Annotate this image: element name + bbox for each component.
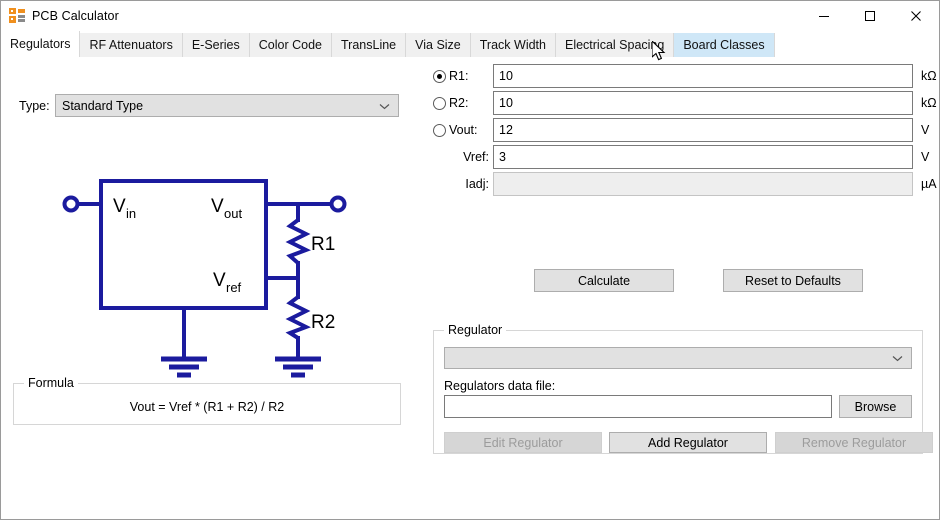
field-row-r2: R2: 10 kΩ: [433, 91, 937, 115]
chevron-down-icon: [379, 99, 390, 113]
regulator-group: Regulator Regulators data file: Browse E…: [433, 323, 933, 454]
type-select-value: Standard Type: [62, 98, 144, 113]
minimize-button[interactable]: [801, 1, 847, 31]
calculator-icon: [9, 8, 25, 24]
svg-text:R1: R1: [311, 234, 335, 255]
tab-electrical-spacing[interactable]: Electrical Spacing: [555, 33, 675, 58]
label-iadj: Iadj:: [465, 177, 489, 191]
unit-vref: V: [921, 150, 930, 164]
label-vout: Vout:: [449, 123, 478, 137]
radio-vout[interactable]: Vout:: [433, 123, 489, 137]
chevron-down-icon: [892, 351, 903, 365]
tab-color-code[interactable]: Color Code: [249, 33, 332, 58]
label-r2: R2:: [449, 96, 469, 110]
tab-regulators[interactable]: Regulators: [1, 31, 81, 58]
unit-r2: kΩ: [921, 96, 937, 110]
field-row-vref: Vref: 3 V: [433, 145, 929, 169]
regulator-select[interactable]: [444, 347, 912, 369]
svg-text:V: V: [113, 196, 126, 217]
type-label: Type:: [19, 98, 50, 113]
regulator-schematic: V in V out V ref R1 R2: [1, 156, 401, 389]
svg-text:V: V: [213, 270, 226, 291]
browse-button[interactable]: Browse: [839, 395, 912, 418]
reset-to-defaults-button[interactable]: Reset to Defaults: [723, 269, 863, 292]
input-vout[interactable]: 12: [493, 118, 913, 142]
regulator-group-legend: Regulator: [444, 323, 507, 337]
svg-text:in: in: [126, 206, 136, 221]
radio-vout-dot: [433, 123, 446, 137]
label-vref: Vref:: [463, 150, 489, 164]
field-row-iadj: Iadj: µA: [433, 172, 937, 196]
regulators-panel: Type: Standard Type: [1, 58, 939, 519]
tab-transline[interactable]: TransLine: [332, 33, 407, 58]
close-button[interactable]: [893, 1, 939, 31]
radio-r1-dot: [433, 69, 446, 83]
svg-text:R2: R2: [311, 312, 335, 333]
remove-regulator-button: Remove Regulator: [775, 432, 933, 453]
tab-board-classes[interactable]: Board Classes: [674, 33, 775, 58]
svg-text:ref: ref: [226, 280, 242, 295]
regulators-data-file-label: Regulators data file:: [444, 379, 556, 393]
input-vref[interactable]: 3: [493, 145, 913, 169]
unit-vout: V: [921, 123, 930, 137]
field-row-r1: R1: 10 kΩ: [433, 64, 937, 88]
maximize-button[interactable]: [847, 1, 893, 31]
input-iadj: [493, 172, 913, 196]
formula-group: Formula Vout = Vref * (R1 + R2) / R2: [13, 376, 401, 425]
edit-regulator-button: Edit Regulator: [444, 432, 602, 453]
calculate-button[interactable]: Calculate: [534, 269, 674, 292]
tab-e-series[interactable]: E-Series: [182, 33, 250, 58]
regulators-data-file-input[interactable]: [444, 395, 832, 418]
type-select[interactable]: Standard Type: [55, 94, 399, 117]
input-r2[interactable]: 10: [493, 91, 913, 115]
input-r1[interactable]: 10: [493, 64, 913, 88]
unit-iadj: µA: [921, 177, 937, 191]
field-row-vout: Vout: 12 V: [433, 118, 929, 142]
formula-group-legend: Formula: [24, 376, 78, 390]
unit-r1: kΩ: [921, 69, 937, 83]
radio-r2[interactable]: R2:: [433, 96, 489, 110]
type-row: Type: Standard Type: [19, 94, 399, 117]
svg-text:V: V: [211, 196, 224, 217]
label-r1: R1:: [449, 69, 469, 83]
formula-text: Vout = Vref * (R1 + R2) / R2: [129, 400, 285, 414]
tab-bar: Regulators RF Attenuators E-Series Color…: [1, 31, 939, 58]
tab-via-size[interactable]: Via Size: [406, 33, 471, 58]
window-controls: [801, 1, 939, 31]
title-bar: PCB Calculator: [1, 1, 939, 31]
add-regulator-button[interactable]: Add Regulator: [609, 432, 767, 453]
tab-track-width[interactable]: Track Width: [470, 33, 556, 58]
window-title: PCB Calculator: [32, 9, 119, 23]
radio-r1[interactable]: R1:: [433, 69, 489, 83]
radio-r2-dot: [433, 96, 446, 110]
tab-rf-attenuators[interactable]: RF Attenuators: [80, 33, 183, 58]
svg-text:out: out: [224, 206, 242, 221]
